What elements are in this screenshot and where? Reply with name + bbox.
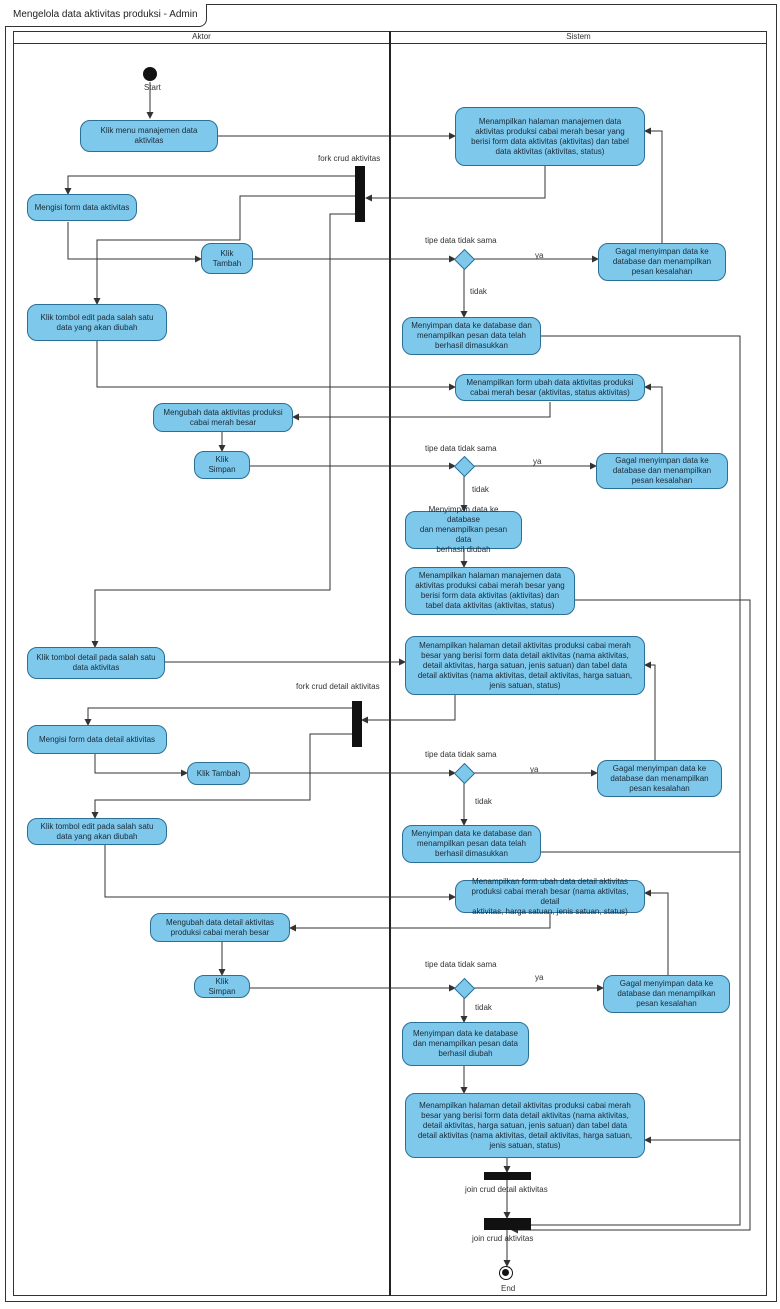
end-node — [499, 1266, 513, 1280]
action-klik-simpan-2: Klik Simpan — [194, 975, 250, 998]
edge-fork2-a10 — [91, 733, 352, 819]
action-menyimpan-data-2: Menyimpan data ke database dan menampilk… — [405, 505, 522, 554]
action-tampil-form-ubah-1: Menampilkan form ubah data aktivitas pro… — [455, 374, 645, 401]
decision-4-label: tipe data tidak sama — [425, 960, 497, 969]
end-label: End — [501, 1284, 516, 1293]
action-mengisi-form-aktivitas: Mengisi form data aktivitas — [27, 194, 137, 221]
edge-s1-fork1 — [365, 166, 546, 202]
action-klik-edit-2: Klik tombol edit pada salah satu data ya… — [27, 818, 167, 845]
start-label: Start — [144, 83, 161, 92]
join-crud-detail-aktivitas-label: join crud detail aktivitas — [465, 1185, 548, 1194]
join-crud-detail-aktivitas — [484, 1172, 531, 1180]
action-gagal-menyimpan-2: Gagal menyimpan data ke database dan men… — [596, 453, 728, 489]
edge-s2-s1 — [644, 127, 663, 248]
action-tampil-form-ubah-2: Menampilkan form ubah data detail aktivi… — [455, 877, 645, 916]
lane-actor-header: Aktor — [13, 31, 390, 44]
edge-s9-s8 — [644, 661, 656, 760]
lane-divider — [389, 31, 391, 1296]
action-tampil-halaman-detail-2: Menampilkan halaman detail aktivitas pro… — [405, 1093, 645, 1158]
edge-fork2-a8 — [84, 707, 352, 726]
edge-s7-join1 — [511, 599, 751, 1234]
edge-fork1-a4 — [93, 195, 355, 305]
action-mengubah-data-1: Mengubah data aktivitas produksi cabai m… — [153, 403, 293, 432]
edge-a4-s4 — [96, 341, 456, 391]
lane-system-header: Sistem — [390, 31, 767, 44]
edge-s5-s4 — [644, 383, 663, 453]
edge-s12-s11 — [644, 889, 669, 975]
action-klik-detail: Klik tombol detail pada salah satu data … — [27, 647, 165, 679]
start-node — [143, 67, 157, 81]
action-menyimpan-data-3: Menyimpan data ke database dan menampilk… — [402, 825, 541, 863]
action-klik-edit-1: Klik tombol edit pada salah satu data ya… — [27, 304, 167, 341]
action-mengubah-data-2: Mengubah data detail aktivitas produksi … — [150, 913, 290, 942]
action-klik-tambah-2: Klik Tambah — [187, 762, 250, 785]
decision-2-label: tipe data tidak sama — [425, 444, 497, 453]
action-gagal-menyimpan-4: Gagal menyimpan data ke database dan men… — [603, 975, 730, 1013]
action-tampil-halaman-detail: Menampilkan halaman detail aktivitas pro… — [405, 636, 645, 695]
edge-fork1-a2 — [64, 175, 355, 195]
action-menyimpan-data-1: Menyimpan data ke database dan menampilk… — [402, 317, 541, 355]
fork-crud-aktivitas — [355, 166, 365, 222]
action-mengisi-form-detail: Mengisi form data detail aktivitas — [27, 725, 167, 754]
decision-3-yes-label: ya — [530, 765, 539, 774]
edge-s3-join1 — [511, 335, 741, 1229]
action-klik-simpan-1: Klik Simpan — [194, 451, 250, 479]
edge-s11-a11 — [289, 913, 551, 932]
diagram-title: Mengelola data aktivitas produksi - Admi… — [5, 4, 207, 27]
action-gagal-menyimpan-1: Gagal menyimpan data ke database dan men… — [598, 243, 726, 281]
edge-s8-fork2 — [361, 695, 456, 724]
action-tampil-halaman-manajemen: Menampilkan halaman manajemen data aktiv… — [455, 107, 645, 166]
action-klik-menu-manajemen: Klik menu manajemen data aktivitas — [80, 120, 218, 152]
action-klik-tambah: Klik Tambah — [201, 243, 253, 274]
decision-2-no-label: tidak — [472, 485, 489, 494]
join-crud-aktivitas — [484, 1218, 531, 1230]
edge-fork1-a7 — [91, 213, 355, 648]
edge-a10-s11 — [104, 845, 456, 901]
join-crud-aktivitas-label: join crud aktivitas — [472, 1234, 534, 1243]
action-menyimpan-data-4: Menyimpan data ke database dan menampilk… — [402, 1022, 529, 1066]
decision-3-label: tipe data tidak sama — [425, 750, 497, 759]
decision-3-no-label: tidak — [475, 797, 492, 806]
decision-1-label: tipe data tidak sama — [425, 236, 497, 245]
edge-a2-a3 — [67, 222, 202, 263]
action-gagal-menyimpan-3: Gagal menyimpan data ke database dan men… — [597, 760, 722, 797]
edge-s4-a5 — [292, 402, 551, 421]
decision-1-no-label: tidak — [470, 287, 487, 296]
fork-crud-aktivitas-label: fork crud aktivitas — [318, 154, 381, 163]
decision-2-yes-label: ya — [533, 457, 542, 466]
decision-1-yes-label: ya — [535, 251, 544, 260]
action-tampil-halaman-manajemen-2: Menampilkan halaman manajemen data aktiv… — [405, 567, 575, 615]
edge-s10-join2 — [541, 851, 741, 1144]
fork-crud-detail-aktivitas — [352, 701, 362, 747]
decision-4-no-label: tidak — [475, 1003, 492, 1012]
edge-a8-a9 — [94, 754, 188, 777]
decision-4-yes-label: ya — [535, 973, 544, 982]
fork-crud-detail-aktivitas-label: fork crud detail aktivitas — [296, 682, 380, 691]
